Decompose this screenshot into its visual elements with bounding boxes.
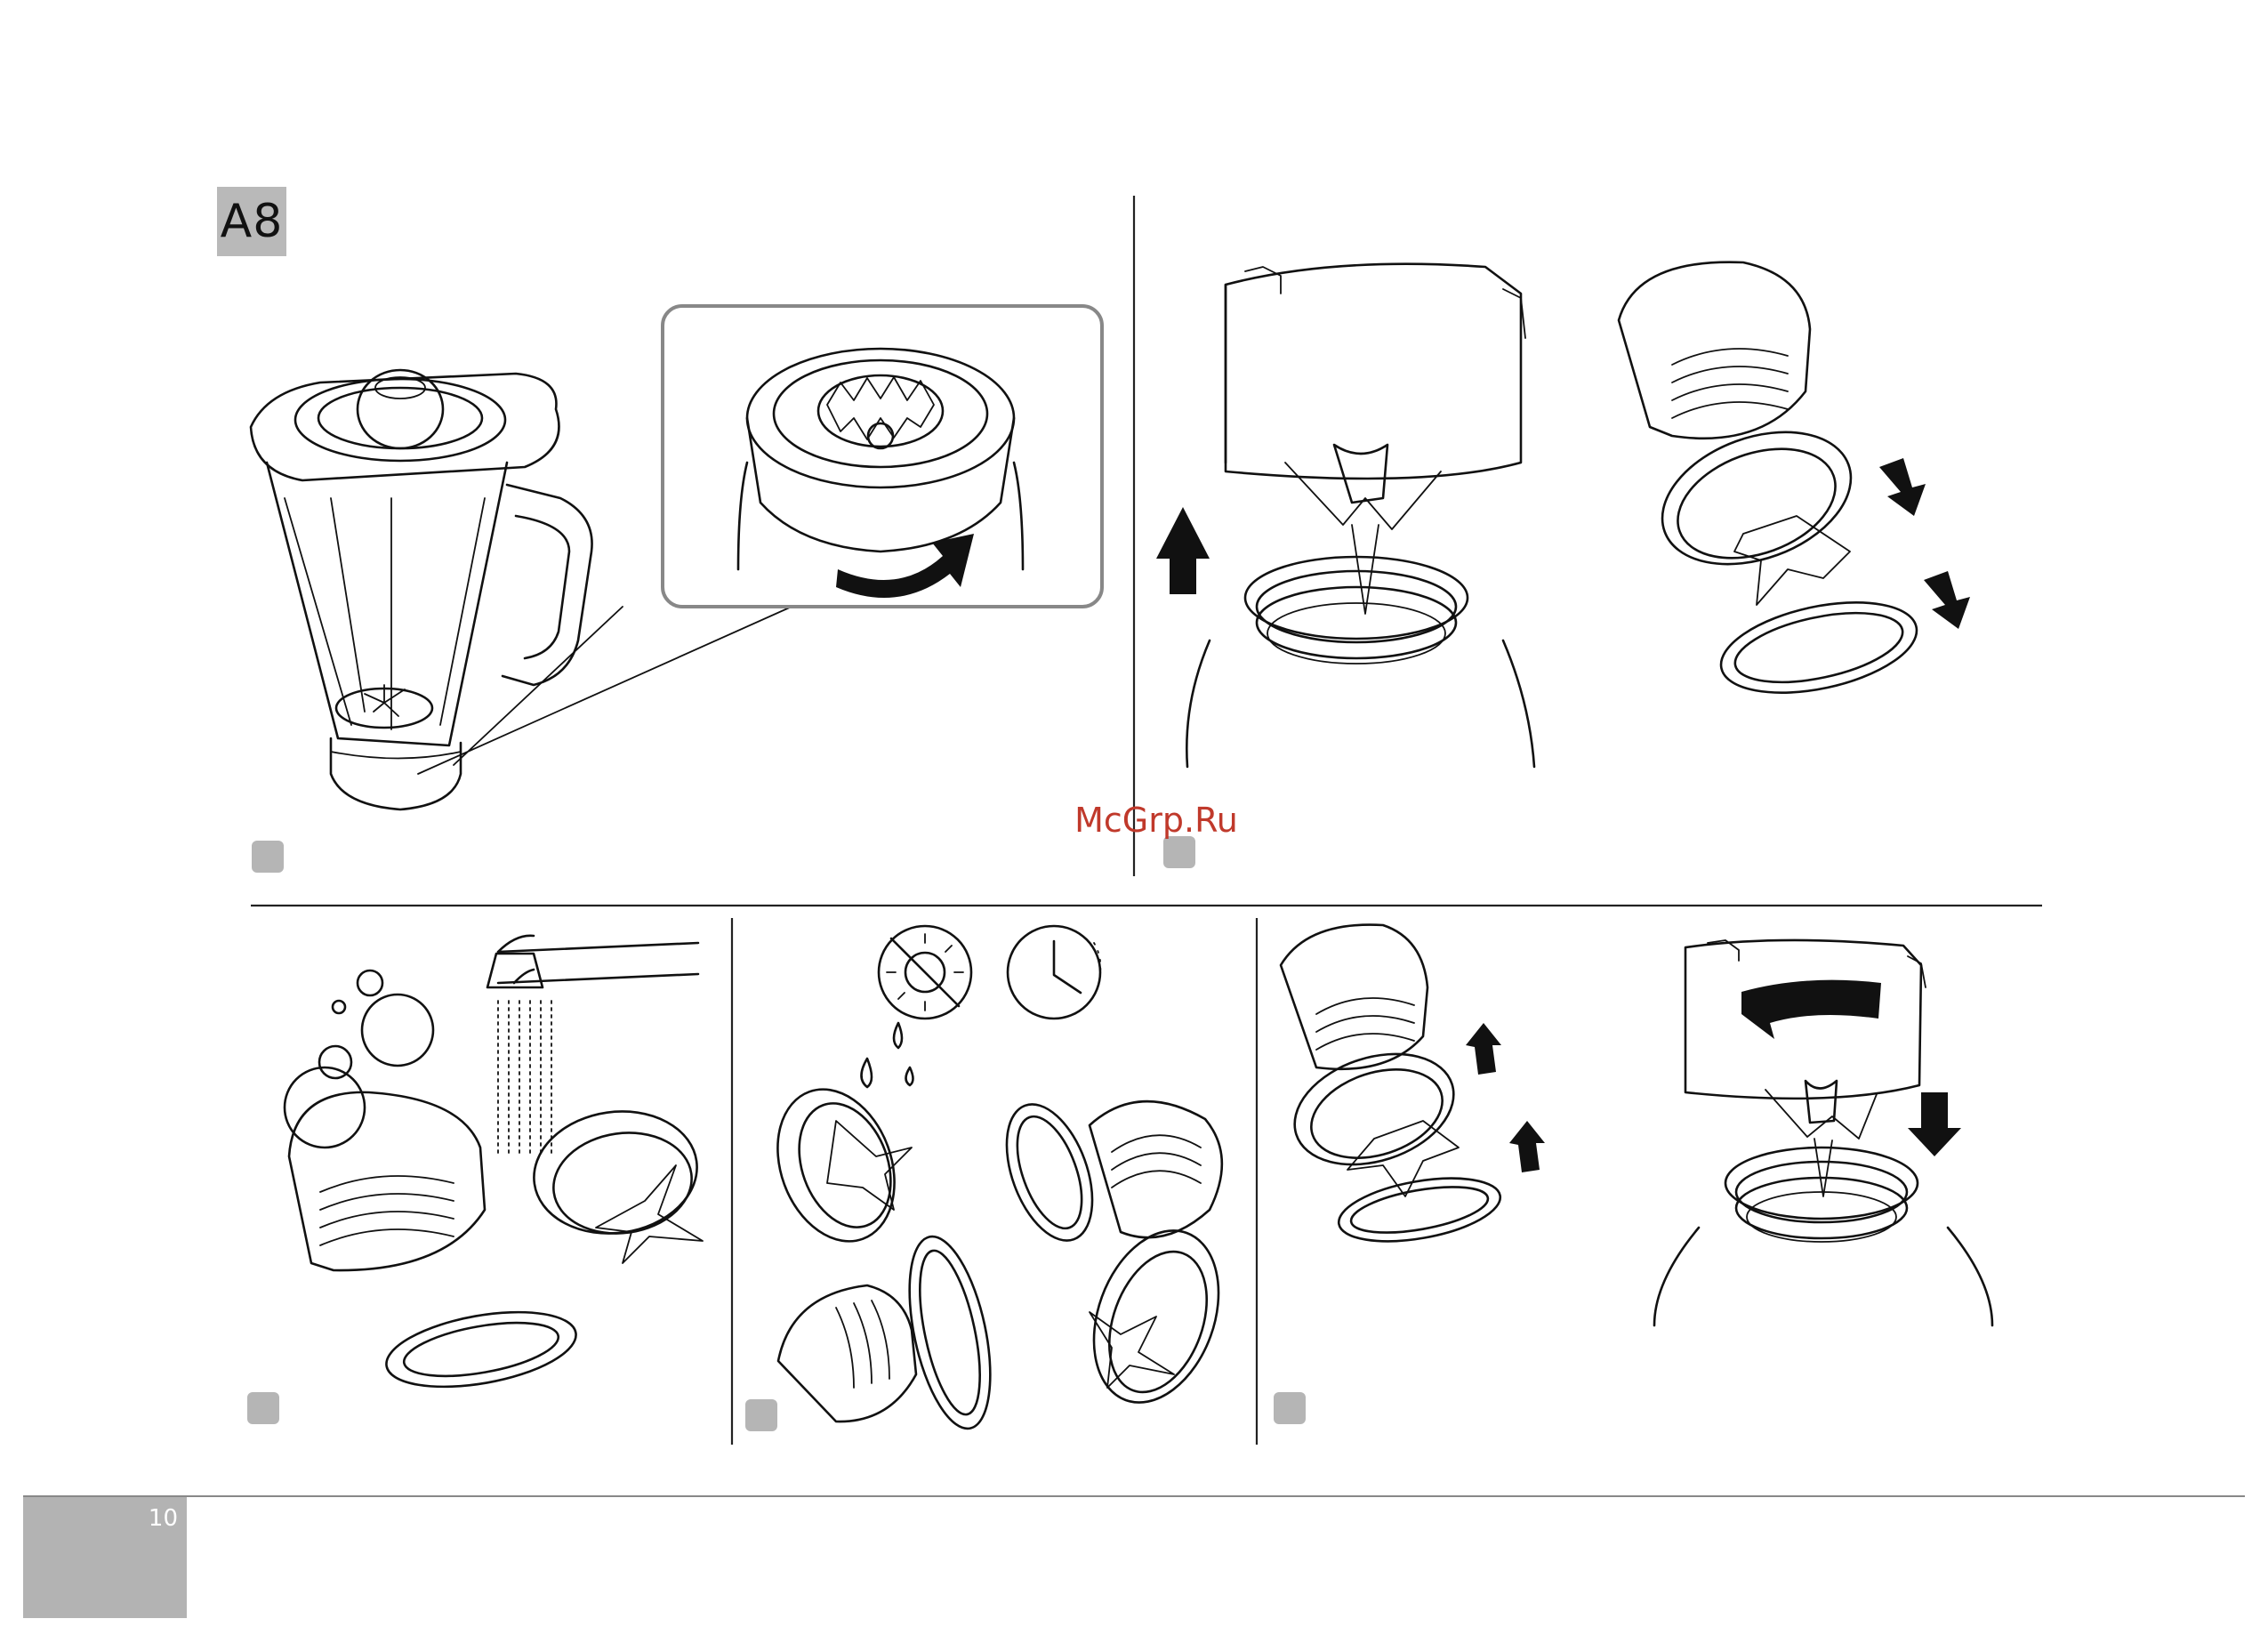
section-tag: A8 <box>217 187 286 256</box>
exploded-blade-parts-icon <box>1619 262 1970 709</box>
step-marker-3 <box>247 1392 279 1424</box>
blender-jar-icon <box>251 370 792 809</box>
watermark: McGrp.Ru <box>1050 801 1263 840</box>
jar-base-removed-icon <box>1156 264 1534 767</box>
zoom-callout-icon <box>663 306 1102 607</box>
step-marker-5 <box>1274 1392 1306 1424</box>
reassemble-parts-icon <box>1281 925 1545 1252</box>
jar-reattach-icon <box>1654 940 1992 1325</box>
clock-wait-icon <box>1008 926 1100 1019</box>
air-dry-no-sun-icon <box>879 926 971 1019</box>
step-marker-2 <box>1163 836 1195 868</box>
drying-parts-icon <box>758 1023 1242 1436</box>
page-number: 10 <box>133 1505 178 1532</box>
step-marker-1 <box>252 841 284 873</box>
rinse-under-tap-icon <box>285 936 705 1399</box>
step-marker-4 <box>745 1399 777 1431</box>
